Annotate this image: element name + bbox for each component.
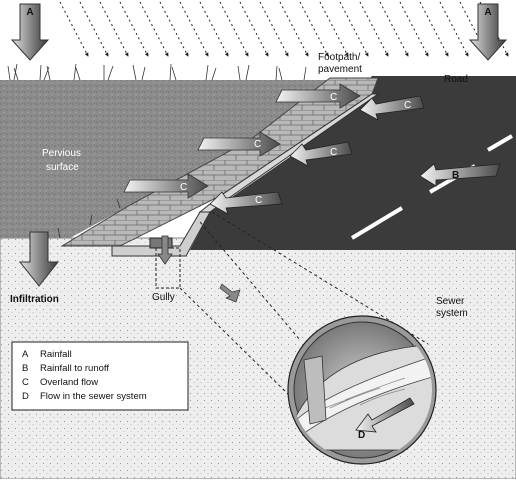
- rainfall-arrow-right: A: [470, 4, 506, 60]
- flow-label-c: C: [255, 195, 262, 206]
- runoff-label-b: B: [452, 170, 459, 181]
- flow-label-c: C: [330, 147, 337, 158]
- legend-key: C: [22, 377, 29, 388]
- gully-grate: [150, 238, 172, 248]
- rainfall-arrow-left: A: [12, 4, 48, 60]
- rainfall-label-right: A: [484, 7, 491, 18]
- sewer-label-2: system: [436, 308, 468, 319]
- flow-label-c: C: [180, 182, 187, 193]
- flow-label-c: C: [404, 100, 411, 111]
- flow-label-c: C: [330, 92, 337, 103]
- footpath-label-2: pavement: [318, 64, 362, 75]
- flow-label-c: C: [254, 139, 261, 150]
- gully-label: Gully: [152, 292, 175, 303]
- legend-key: D: [22, 391, 29, 402]
- infiltration-label: Infiltration: [10, 294, 59, 305]
- road-label: Road: [444, 74, 468, 85]
- pervious-label-1: Pervious: [42, 148, 81, 159]
- rainfall-label-left: A: [26, 7, 33, 18]
- legend-text: Overland flow: [40, 377, 98, 388]
- legend-text: Rainfall: [40, 349, 72, 360]
- legend-text: Flow in the sewer system: [40, 391, 147, 402]
- legend-key: A: [22, 349, 29, 360]
- pervious-label-2: surface: [46, 162, 79, 173]
- legend-box: A RainfallB Rainfall to runoffC Overland fl…: [12, 342, 188, 410]
- legend-key: B: [22, 363, 28, 374]
- sewer-label-1: Sewer: [436, 296, 465, 307]
- raindrop-line: [60, 2, 88, 56]
- legend-text: Rainfall to runoff: [40, 363, 109, 374]
- footpath-label-1: Footpath/: [318, 52, 360, 63]
- sewer-label-d: D: [358, 430, 365, 441]
- rainfall-lines: [60, 2, 508, 56]
